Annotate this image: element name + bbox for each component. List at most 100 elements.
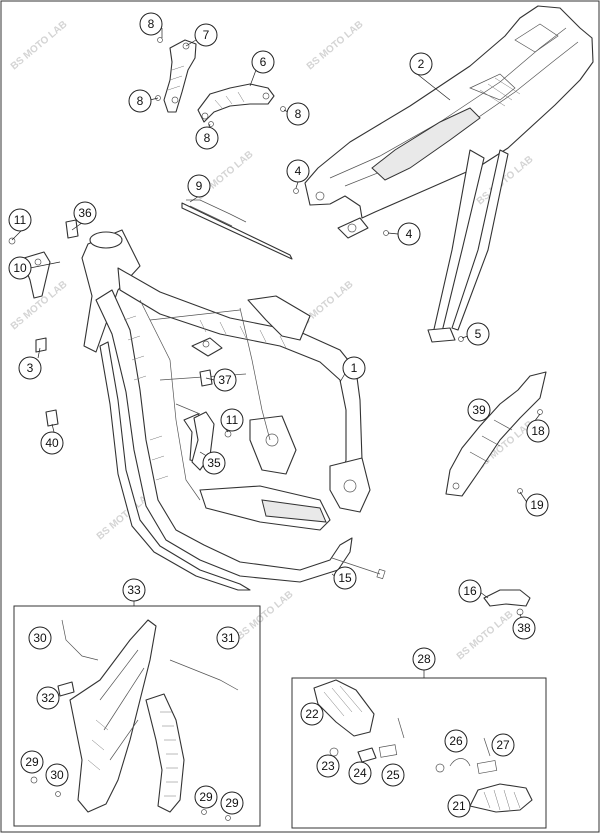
callout-27: 27 [491,733,515,757]
callout-33: 33 [122,578,146,602]
callout-18: 18 [526,419,550,443]
callout-1: 1 [342,356,366,380]
svg-text:6: 6 [260,55,267,69]
callout-40: 40 [40,431,64,455]
svg-text:35: 35 [207,456,221,470]
callout-24: 24 [348,761,372,785]
callout-11a: 11 [8,208,32,232]
callout-5: 5 [466,322,490,346]
svg-text:16: 16 [463,584,477,598]
svg-text:27: 27 [496,738,510,752]
frame-protector-group [13,605,261,827]
svg-text:37: 37 [218,373,232,387]
svg-text:19: 19 [530,498,544,512]
callout-16: 16 [458,579,482,603]
svg-text:26: 26 [449,734,463,748]
throttle-cable-guide [181,199,293,260]
callout-31a: 30 [28,626,52,650]
callout-2: 2 [409,52,433,76]
svg-text:2: 2 [418,57,425,71]
svg-text:4: 4 [406,227,413,241]
svg-text:15: 15 [338,571,352,585]
callout-39: 39 [467,398,491,422]
footpeg-group [291,677,547,829]
callout-25: 25 [381,763,405,787]
svg-text:11: 11 [14,213,27,227]
callout-22: 22 [300,702,324,726]
svg-text:8: 8 [204,131,211,145]
svg-text:29: 29 [199,790,213,804]
callout-35: 35 [202,451,226,475]
svg-text:28: 28 [417,652,431,666]
watermark: BS MOTO LAB [9,19,70,72]
svg-text:4: 4 [295,164,302,178]
callout-32: 32 [36,686,60,710]
svg-text:5: 5 [475,327,482,341]
callout-19: 19 [525,493,549,517]
svg-text:8: 8 [295,107,302,121]
callout-30b: 29 [194,785,218,809]
callout-8d: 8 [195,126,219,150]
svg-text:3: 3 [27,361,34,375]
callout-36: 36 [73,201,97,225]
subframe [304,5,594,343]
svg-text:24: 24 [353,766,367,780]
footpeg-bracket [483,589,531,616]
callout-31b: 31 [216,626,240,650]
callout-15: 15 [333,566,357,590]
callout-9: 9 [187,174,211,198]
svg-text:36: 36 [78,206,92,220]
callout-8a: 8 [139,12,163,36]
callout-38: 38 [512,616,536,640]
svg-text:7: 7 [203,28,210,42]
svg-text:1: 1 [351,361,358,375]
svg-text:31: 31 [221,631,235,645]
callout-10: 10 [8,256,32,280]
callout-29b: 29 [220,791,244,815]
watermark: BS MOTO LAB [305,19,366,72]
callout-8c: 8 [286,102,310,126]
callout-23: 23 [316,754,340,778]
callout-4b: 4 [397,222,421,246]
bolt-15 [331,557,386,580]
callout-3: 3 [18,356,42,380]
svg-text:18: 18 [531,424,545,438]
svg-text:30: 30 [33,631,47,645]
svg-text:29: 29 [25,755,39,769]
bolts-8 [155,37,464,342]
callout-21: 21 [447,794,471,818]
svg-text:30: 30 [50,768,64,782]
svg-text:8: 8 [148,17,155,31]
callout-26: 26 [444,729,468,753]
svg-text:9: 9 [196,179,203,193]
svg-text:21: 21 [452,799,466,813]
svg-text:23: 23 [321,759,335,773]
frame [81,229,371,591]
svg-text:29: 29 [225,796,239,810]
svg-text:25: 25 [386,768,400,782]
callout-4a: 4 [286,159,310,183]
chain-guide-bracket [445,371,547,497]
frame-protector-set [30,619,239,821]
callout-8b: 8 [128,89,152,113]
watermark: BS MOTO LAB [455,609,516,662]
engine-hanger-left [163,39,197,113]
callout-6: 6 [251,50,275,74]
svg-text:39: 39 [472,403,486,417]
svg-text:40: 40 [45,436,59,450]
engine-hanger-right [197,83,275,123]
callout-28: 28 [412,647,436,671]
callout-7: 7 [194,23,218,47]
svg-text:38: 38 [517,621,531,635]
callout-30a: 30 [45,763,69,787]
svg-text:22: 22 [305,707,319,721]
svg-text:11: 11 [226,413,239,427]
svg-text:33: 33 [127,583,141,597]
footpeg-set [313,679,533,813]
svg-text:10: 10 [13,261,27,275]
watermark: BS MOTO LAB [235,589,296,642]
svg-text:8: 8 [137,94,144,108]
callout-11b: 11 [220,408,244,432]
